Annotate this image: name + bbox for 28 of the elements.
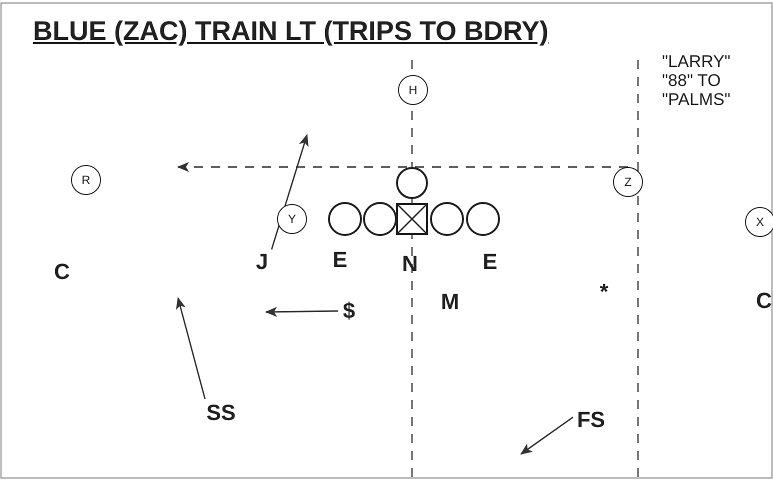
defender-letter: N [398,250,422,278]
defender-letter: M [436,288,464,316]
arrow [265,306,338,317]
defender-letter: C [752,287,773,315]
arrow [177,162,628,172]
arrow [176,297,206,400]
defender-letter: SS [201,399,241,427]
defender-letter: E [328,246,352,274]
lineman-circle [430,202,464,236]
player-circle: X [745,207,773,237]
defender-letter: FS [573,406,609,434]
play-call-note: "LARRY" "88" TO "PALMS" [662,52,732,109]
defender-letter: $ [338,296,360,326]
lineman-circle [396,167,428,199]
defender-letter: J [250,248,274,276]
player-circle: Y [277,204,307,234]
player-circle: R [71,165,101,195]
lineman-circle [363,202,397,236]
arrow [520,416,574,455]
center-square [396,203,428,235]
defender-letter: C [50,258,74,286]
player-circle: H [398,75,428,105]
lineman-circle [466,202,500,236]
play-title: BLUE (ZAC) TRAIN LT (TRIPS TO BDRY) [33,16,548,47]
lineman-circle [328,202,362,236]
defender-letter: * [594,282,614,302]
player-circle: Z [613,167,643,197]
defender-letter: E [478,248,502,276]
